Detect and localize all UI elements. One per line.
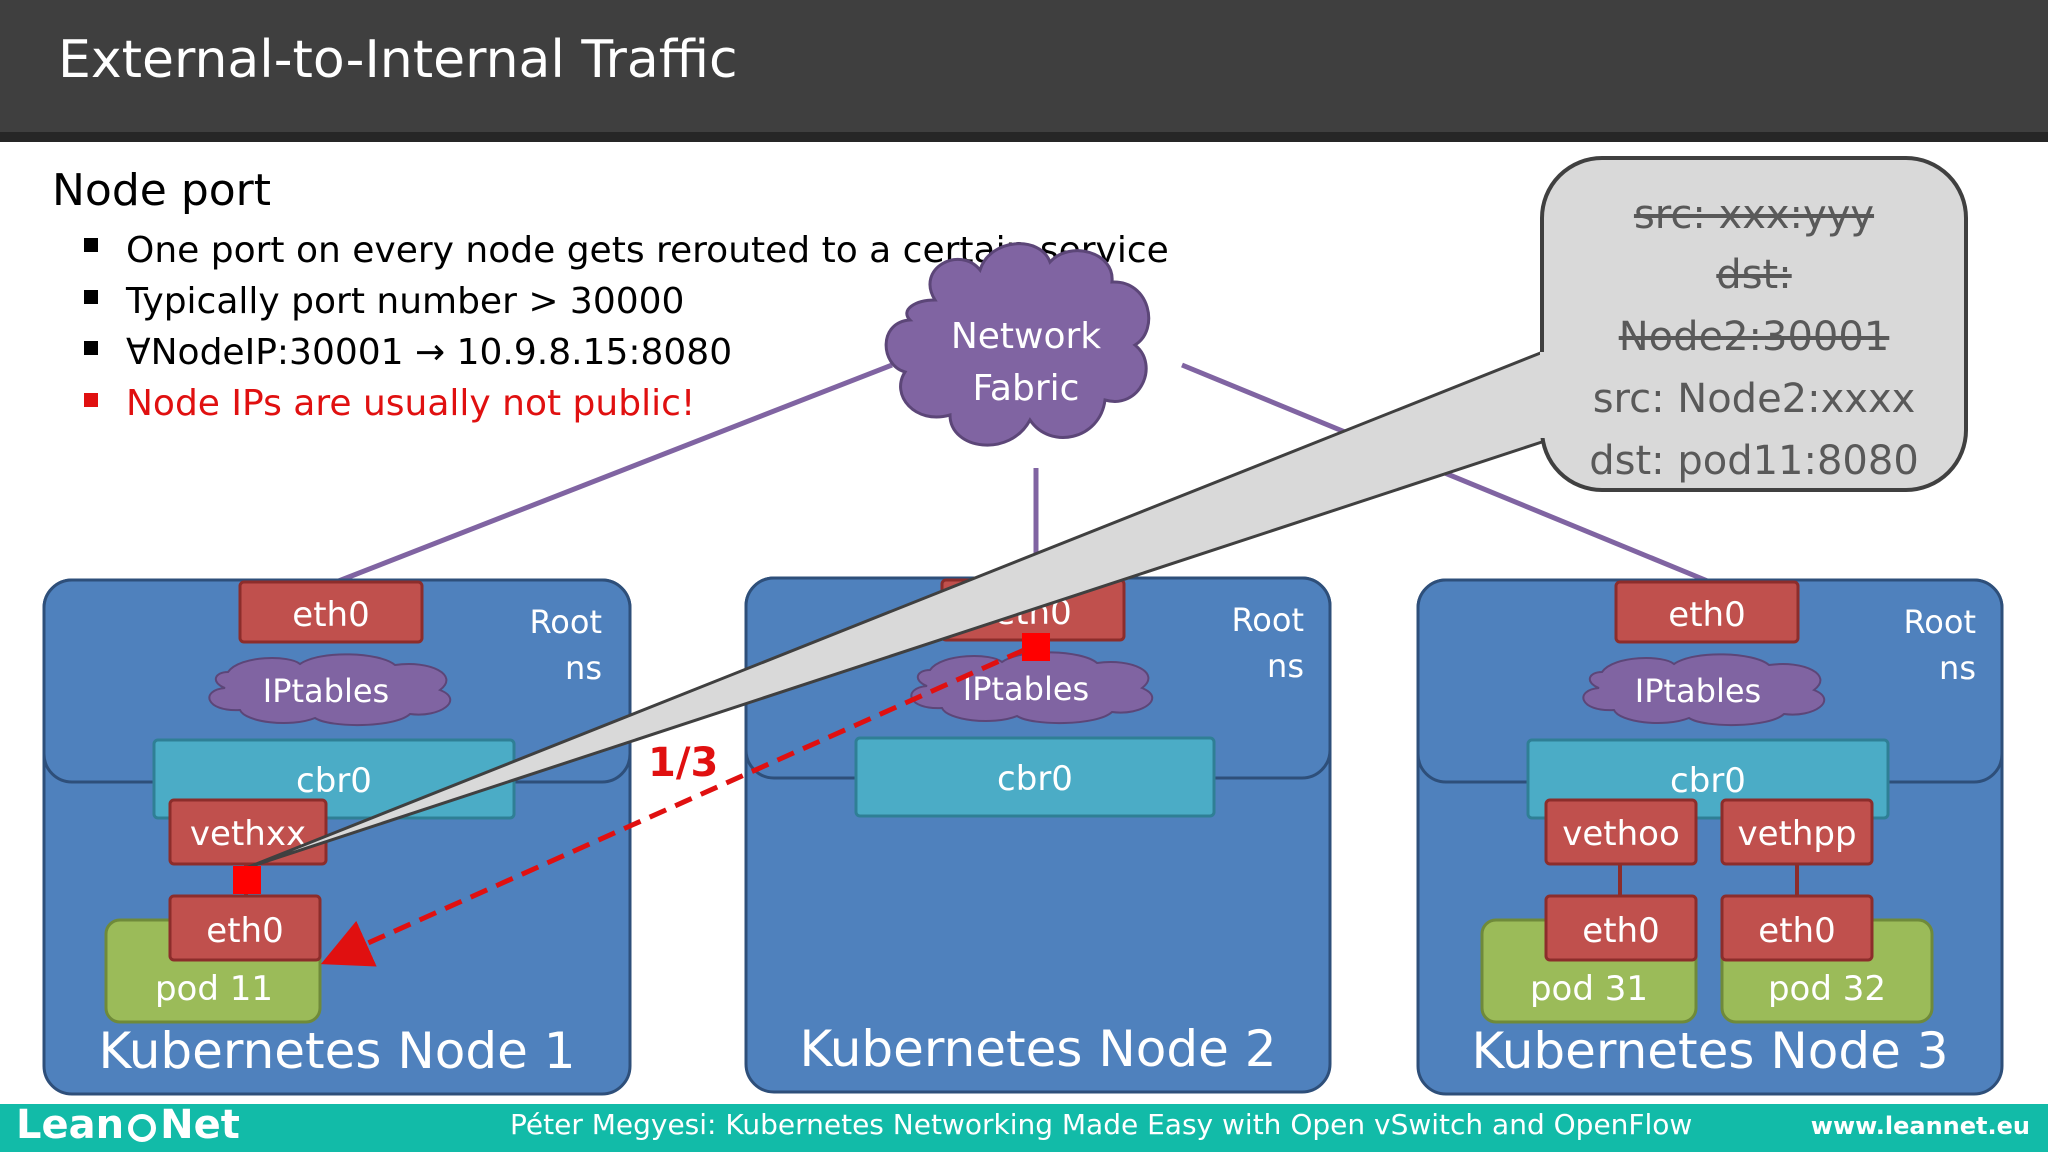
arrow-fraction-label: 1/3 <box>648 740 718 786</box>
cloud-shape <box>884 242 1151 447</box>
port-marker <box>1022 633 1050 661</box>
link-node1 <box>335 362 893 585</box>
root-ns-label-line2: ns <box>1267 647 1304 685</box>
port-marker <box>233 866 261 894</box>
bullet-marker <box>84 341 98 355</box>
node-label: Kubernetes Node 2 <box>799 1020 1276 1078</box>
footer-url: www.leannet.eu <box>1810 1112 2030 1140</box>
pod-name-label: pod 31 <box>1530 969 1648 1009</box>
iptables-label: IPtables <box>963 670 1089 708</box>
pod-eth0-label: eth0 <box>206 911 283 951</box>
iptables-cloud <box>208 653 452 727</box>
cbr0-label: cbr0 <box>296 761 372 801</box>
bullet-item: ∀NodeIP:30001 → 10.9.8.15:8080 <box>126 332 732 373</box>
iptables-label: IPtables <box>1635 672 1761 710</box>
pod-name-label: pod 32 <box>1768 969 1886 1009</box>
network-fabric-cloud: Network Fabric <box>884 242 1151 447</box>
cloud-label-line2: Fabric <box>973 368 1080 409</box>
veth-label: vethxx <box>190 814 306 854</box>
pod-eth0-box <box>1720 894 1874 962</box>
root-ns-label-line2: ns <box>1939 649 1976 687</box>
cbr0-bridge <box>854 736 1216 818</box>
bullet-list: One port on every node gets rerouted to … <box>84 230 1169 424</box>
iptables-label: IPtables <box>263 672 389 710</box>
callout-struck-line: Node2:30001 <box>1619 314 1890 360</box>
root-ns-label-line1: Root <box>530 603 603 641</box>
packet-header-callout: src: xxx:yyy dst: Node2:30001 src: Node2… <box>244 156 1968 870</box>
bullet-marker <box>84 290 98 304</box>
callout-struck-line: src: xxx:yyy <box>1634 192 1874 238</box>
node-label: Kubernetes Node 1 <box>98 1022 575 1080</box>
root-ns-label-line1: Root <box>1232 601 1305 639</box>
callout-box <box>1540 156 1968 492</box>
footer-logo: Lean Net <box>16 1102 240 1148</box>
callout-struck-line: dst: <box>1716 252 1791 298</box>
title-bar: External-to-Internal Traffic <box>0 0 2048 142</box>
pod-eth0-label: eth0 <box>1582 911 1659 951</box>
footer-bar <box>0 1104 2048 1152</box>
logo-text-end: Net <box>160 1102 240 1148</box>
bullet-item: Typically port number > 30000 <box>125 281 684 322</box>
kubernetes-node-3: eth0 IPtables Root ns cbr0 vethoo vethpp… <box>1416 578 2004 1096</box>
bullet-item-warning: Node IPs are usually not public! <box>126 383 695 424</box>
logo-text: Lean <box>16 1102 125 1148</box>
footer-credit: Péter Megyesi: Kubernetes Networking Mad… <box>510 1108 1693 1141</box>
eth0-box <box>238 580 424 644</box>
veth-label: vethpp <box>1737 814 1856 854</box>
root-ns-label-line2: ns <box>565 649 602 687</box>
pod-name-label: pod 11 <box>155 969 273 1009</box>
slide-title: External-to-Internal Traffic <box>58 30 738 90</box>
node-label: Kubernetes Node 3 <box>1471 1022 1948 1080</box>
cbr0-label: cbr0 <box>997 759 1073 799</box>
callout-line: src: Node2:xxxx <box>1593 376 1916 422</box>
logo-mark-icon <box>128 1114 157 1142</box>
section-heading: Node port <box>52 165 271 216</box>
eth0-label: eth0 <box>292 595 369 635</box>
veth-label: vethoo <box>1562 814 1680 854</box>
cloud-label-line1: Network <box>951 316 1101 357</box>
pod-eth0-label: eth0 <box>1758 911 1835 951</box>
callout-line: dst: pod11:8080 <box>1589 438 1919 484</box>
root-ns-label-line1: Root <box>1904 603 1977 641</box>
cbr0-label: cbr0 <box>1670 761 1746 801</box>
eth0-box <box>1614 580 1800 644</box>
bullet-marker <box>84 238 98 252</box>
eth0-label: eth0 <box>1668 595 1745 635</box>
redirect-arrow <box>320 647 1026 967</box>
pod-eth0-box <box>168 894 322 962</box>
iptables-cloud <box>1582 653 1826 727</box>
callout-seam-cover <box>1540 352 1552 438</box>
bullet-marker-warning <box>84 393 98 407</box>
pod-eth0-box <box>1544 894 1698 962</box>
